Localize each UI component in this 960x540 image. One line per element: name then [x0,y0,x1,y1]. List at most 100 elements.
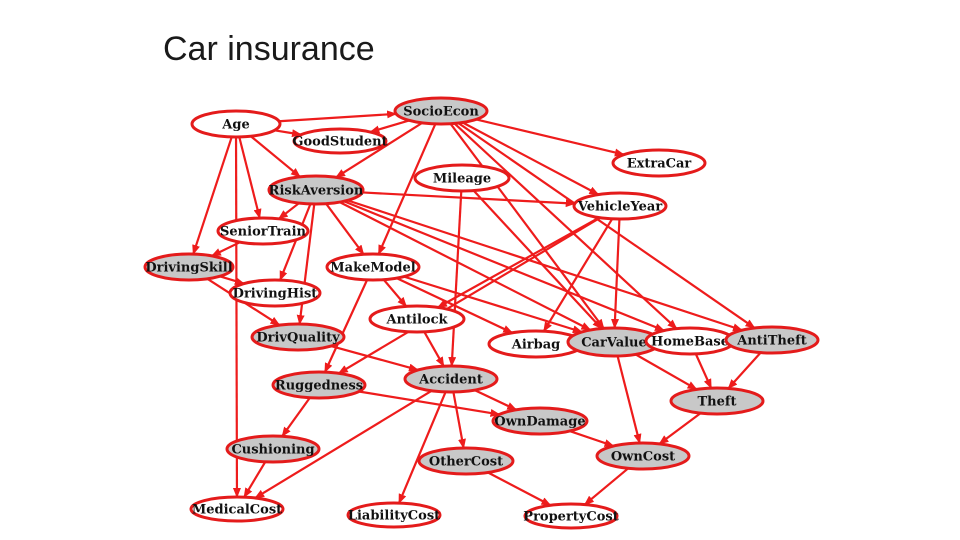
edge-socioecon-to-extracar [475,118,625,157]
node-ellipse-antitheft [724,325,820,355]
node-accident: Accident [403,364,499,394]
node-ellipse-goodstudent [292,127,388,155]
edge-riskaversion-to-homebase [343,200,665,332]
node-ellipse-medicalcost [189,495,285,523]
node-label-vehicleyear: VehicleYear [577,200,663,215]
edge-riskaversion-to-antitheft [347,199,743,332]
node-label-socioecon: SocioEcon [403,105,479,120]
node-label-drivingskill: DrivingSkill [145,261,232,276]
node-ellipse-vehicleyear [572,191,668,221]
node-ruggedness: Ruggedness [271,370,367,400]
node-ellipse-mileage [413,163,511,193]
node-label-carvalue: CarValue [581,336,647,351]
node-label-goodstudent: GoodStudent [292,135,387,150]
node-medicalcost: MedicalCost [189,495,285,523]
edge-makemodel-to-ruggedness [323,279,369,374]
edge-owncost-to-propertycost [583,467,629,506]
edge-mileage-to-carvalue [472,189,603,330]
edge-vehicleyear-to-carvalue [611,218,621,330]
node-label-seniortrain: SeniorTrain [220,225,307,240]
node-ellipse-drivingskill [143,252,235,282]
node-label-ruggedness: Ruggedness [275,379,363,394]
node-ellipse-seniortrain [216,216,310,246]
edge-accident-to-owndamage [474,389,518,411]
slide-title: Car insurance [163,30,375,68]
node-ellipse-makemodel [325,252,421,282]
node-ellipse-antilock [368,304,466,334]
node-liabilitycost: LiabilityCost [346,501,442,529]
node-seniortrain: SeniorTrain [216,216,310,246]
node-label-liabilitycost: LiabilityCost [348,509,440,524]
node-label-cushioning: Cushioning [231,443,314,458]
node-label-antilock: Antilock [385,313,448,328]
node-label-drivinghist: DrivingHist [233,287,318,302]
node-label-propertycost: PropertyCost [523,510,618,525]
node-ellipse-accident [403,364,499,394]
node-label-mileage: Mileage [433,172,491,187]
edge-riskaversion-to-drivquality [296,203,316,326]
node-label-owndamage: OwnDamage [494,415,585,430]
node-label-extracar: ExtraCar [627,157,692,172]
node-extracar: ExtraCar [611,148,707,178]
node-drivinghist: DrivingHist [228,278,322,308]
edge-socioecon-to-goodstudent [369,119,410,134]
node-label-antitheft: AntiTheft [736,334,806,349]
node-ellipse-cushioning [225,434,321,464]
edge-age-to-riskaversion [250,135,301,178]
edge-riskaversion-to-drivinghist [279,203,312,282]
edge-age-to-seniortrain [238,136,262,220]
node-owndamage: OwnDamage [491,406,589,436]
edge-accident-to-medicalcost [254,389,433,499]
edge-age-to-socioecon [278,110,398,123]
node-ellipse-age [190,109,282,139]
edge-othercost-to-propertycost [487,471,552,507]
edge-mileage-to-accident [448,190,463,368]
node-ellipse-riskaversion [267,174,365,206]
edge-cushioning-to-medicalcost [243,461,267,499]
edge-antitheft-to-theft [727,351,762,390]
edge-socioecon-to-antitheft [457,122,756,329]
node-label-owncost: OwnCost [611,450,675,465]
edge-riskaversion-to-vehicleyear [362,191,576,208]
node-label-makemodel: MakeModel [330,261,416,276]
node-label-drivquality: DrivQuality [256,331,340,346]
node-ellipse-owncost [595,441,691,471]
edge-riskaversion-to-carvalue [339,201,592,331]
edge-age-to-medicalcost [232,136,241,498]
node-age: Age [190,109,282,139]
node-label-accident: Accident [418,373,483,388]
edge-antilock-to-accident [423,331,445,368]
node-drivingskill: DrivingSkill [143,252,235,282]
edge-accident-to-othercost [452,391,466,450]
node-ellipse-ruggedness [271,370,367,400]
edge-drivingskill-to-drivinghist [219,275,245,285]
edge-vehicleyear-to-airbag [542,218,614,333]
node-homebase: HomeBase [644,326,736,356]
node-antitheft: AntiTheft [724,325,820,355]
node-ellipse-othercost [417,446,515,476]
node-ellipse-propertycost [523,502,619,530]
node-riskaversion: RiskAversion [267,174,365,206]
edge-carvalue-to-theft [635,353,698,391]
edge-carvalue-to-owncost [616,355,642,445]
node-label-homebase: HomeBase [651,335,729,350]
node-ellipse-drivinghist [228,278,322,308]
edge-accident-to-liabilitycost [397,391,447,504]
edge-age-to-goodstudent [274,129,303,138]
node-goodstudent: GoodStudent [292,127,388,155]
edge-socioecon-to-carvalue [449,123,605,330]
node-antilock: Antilock [368,304,466,334]
edge-owndamage-to-owncost [569,430,615,448]
edge-ruggedness-to-owndamage [358,390,501,417]
node-theft: Theft [669,386,765,416]
edge-drivquality-to-accident [330,344,419,372]
node-ellipse-socioecon [393,96,489,126]
node-label-othercost: OtherCost [429,455,503,470]
node-owncost: OwnCost [595,441,691,471]
node-vehicleyear: VehicleYear [572,191,668,221]
node-label-age: Age [221,118,249,133]
edge-riskaversion-to-makemodel [325,203,365,256]
edge-makemodel-to-airbag [396,277,514,334]
node-socioecon: SocioEcon [393,96,489,126]
